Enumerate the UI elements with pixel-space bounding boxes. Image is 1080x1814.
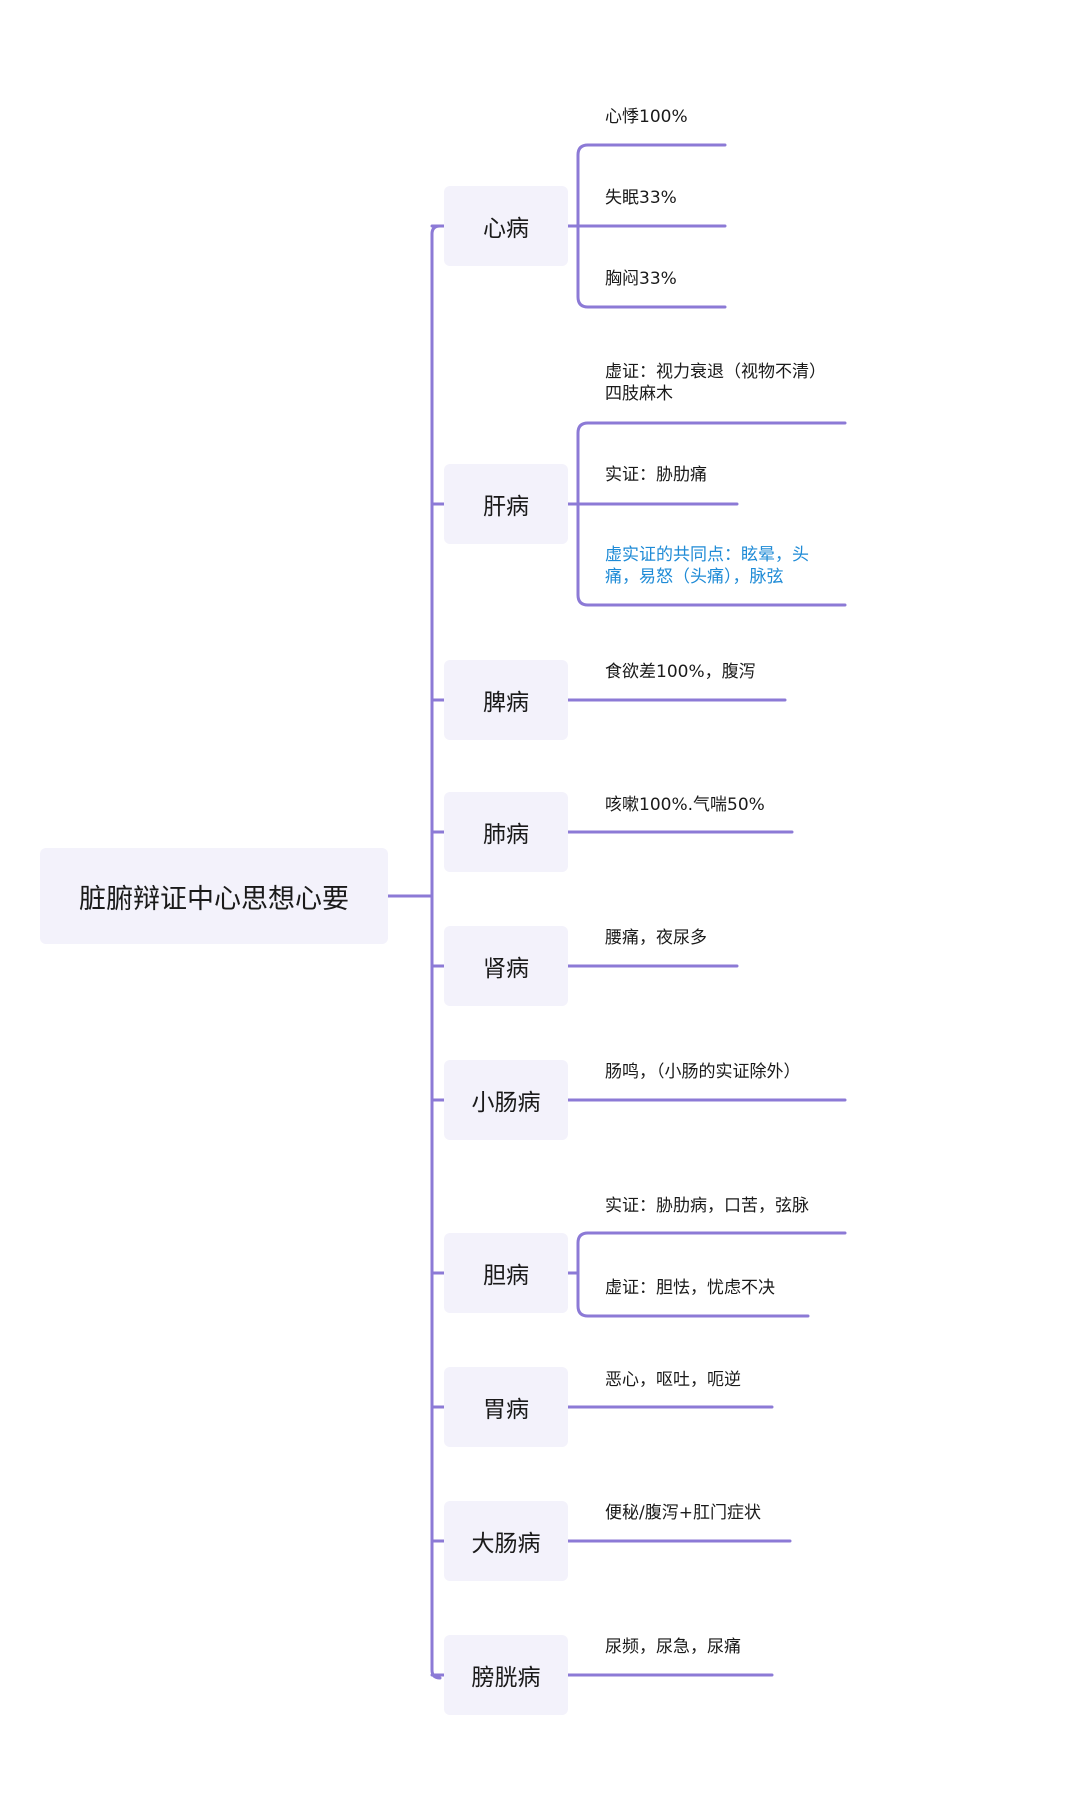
root-node: 脏腑辩证中心思想心要 bbox=[40, 848, 388, 944]
leaf-lung: 咳嗽100%.气喘50% bbox=[605, 795, 765, 815]
leaf-bladder: 尿频，尿急，尿痛 bbox=[605, 1637, 741, 1657]
organ-node-heart: 心病 bbox=[444, 186, 568, 266]
leaf-gallbladder-excess: 实证：胁肋病，口苦，弦脉 bbox=[605, 1196, 809, 1216]
leaf-liver-excess: 实证：胁肋痛 bbox=[605, 465, 707, 485]
leaf-kidney: 腰痛，夜尿多 bbox=[605, 928, 707, 948]
leaf-spleen: 食欲差100%，腹泻 bbox=[605, 662, 756, 682]
organ-node-spleen: 脾病 bbox=[444, 660, 568, 740]
organ-node-large-intestine: 大肠病 bbox=[444, 1501, 568, 1581]
organ-node-liver: 肝病 bbox=[444, 464, 568, 544]
organ-node-stomach: 胃病 bbox=[444, 1367, 568, 1447]
leaf-liver-common: 虚实证的共同点：眩晕，头痛，易怒（头痛），脉弦 bbox=[605, 545, 809, 587]
main-spine bbox=[430, 224, 442, 1680]
leaf-small-intestine: 肠鸣，（小肠的实证除外） bbox=[605, 1062, 801, 1082]
organ-node-gallbladder: 胆病 bbox=[444, 1233, 568, 1313]
organ-node-kidney: 肾病 bbox=[444, 926, 568, 1006]
gallbladder-bracket bbox=[566, 1231, 810, 1318]
leaf-heart-insomnia: 失眠33% bbox=[605, 188, 677, 208]
leaf-heart-palpitation: 心悸100% bbox=[605, 107, 688, 127]
leaf-gallbladder-deficiency: 虚证：胆怯，忧虑不决 bbox=[605, 1278, 775, 1298]
organ-node-small-intestine: 小肠病 bbox=[444, 1060, 568, 1140]
leaf-heart-chest-tightness: 胸闷33% bbox=[605, 269, 677, 289]
leaf-large-intestine: 便秘/腹泻+肛门症状 bbox=[605, 1503, 761, 1523]
organ-node-bladder: 膀胱病 bbox=[444, 1635, 568, 1715]
leaf-liver-deficiency: 虚证：视力衰退（视物不清）四肢麻木 bbox=[605, 362, 818, 404]
organ-node-lung: 肺病 bbox=[444, 792, 568, 872]
leaf-stomach: 恶心，呕吐，呃逆 bbox=[605, 1370, 741, 1390]
